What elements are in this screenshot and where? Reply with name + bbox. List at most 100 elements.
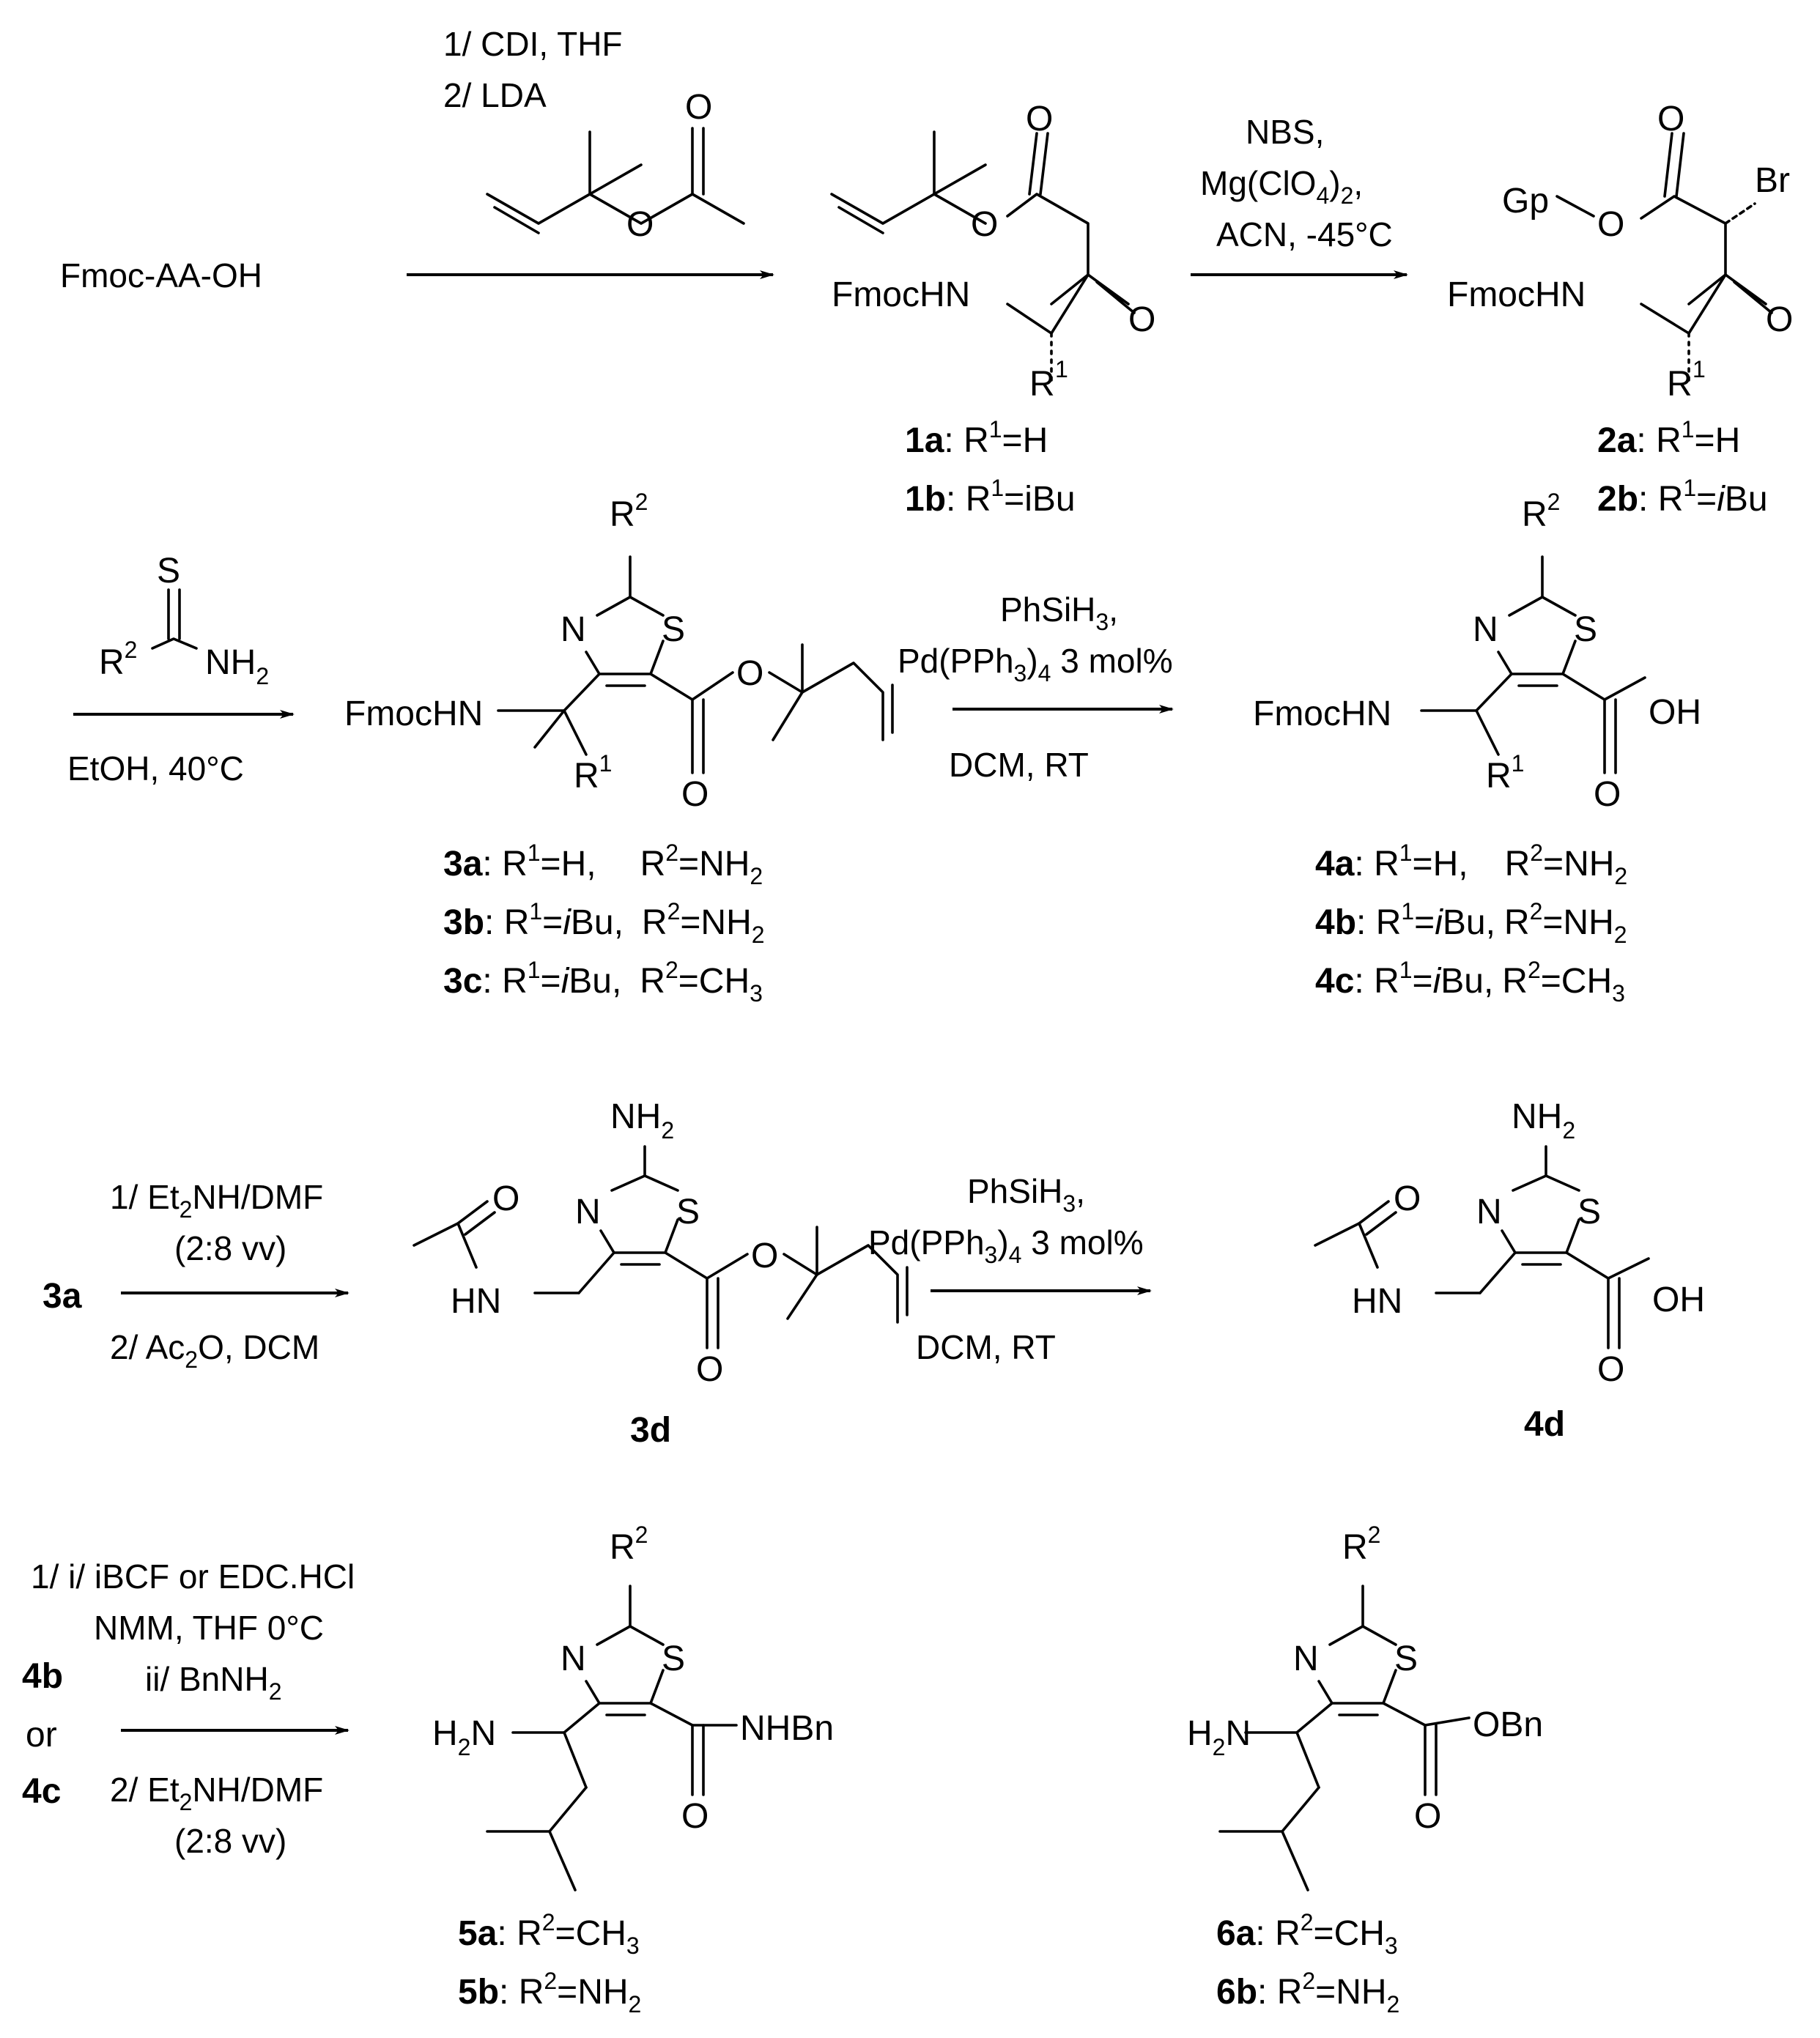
reagent-dimethylallyl-acetate — [486, 127, 745, 234]
svg-text:HN: HN — [1352, 1282, 1402, 1321]
svg-text:1: 1 — [1693, 356, 1706, 382]
svg-text:3a: R1=H,R2=NH2: 3a: R1=H,R2=NH2 — [443, 840, 763, 889]
svg-text:PhSiH3,: PhSiH3, — [967, 1172, 1085, 1217]
svg-text:(2:8 vv): (2:8 vv) — [174, 1822, 286, 1860]
svg-text:O: O — [1414, 1797, 1441, 1836]
svg-text:O: O — [751, 1237, 778, 1275]
svg-text:6a: R2=CH3: 6a: R2=CH3 — [1216, 1909, 1398, 1959]
compound-4-structure — [1420, 555, 1646, 774]
svg-text:1/ CDI, THF: 1/ CDI, THF — [443, 25, 623, 63]
svg-text:Pd(PPh3)4 3 mol%: Pd(PPh3)4 3 mol% — [868, 1223, 1144, 1268]
svg-text:OBn: OBn — [1473, 1705, 1543, 1744]
label-5a: 5a: R2=CH3 — [458, 1909, 640, 1959]
svg-text:S: S — [1574, 610, 1597, 649]
svg-text:S: S — [662, 610, 685, 649]
svg-text:1b: R1=iBu: 1b: R1=iBu — [905, 475, 1076, 519]
step2-reagents: NBS, Mg(ClO4)2, ACN, -45°C — [1200, 113, 1393, 253]
svg-text:O: O — [626, 205, 654, 244]
svg-text:R2: R2 — [99, 637, 137, 682]
svg-text:2/ Ac2O, DCM: 2/ Ac2O, DCM — [110, 1328, 319, 1373]
svg-text:R2: R2 — [1342, 1522, 1380, 1567]
svg-text:O: O — [1657, 100, 1684, 138]
step4-reagents: PhSiH3, Pd(PPh3)4 3 mol% DCM, RT — [898, 590, 1173, 784]
svg-text:2a: R1=H: 2a: R1=H — [1597, 416, 1740, 460]
svg-text:6b: R2=NH2: 6b: R2=NH2 — [1216, 1968, 1399, 2017]
label-4c: 4c: R1=iBu,R2=CH3 — [1315, 957, 1625, 1007]
svg-text:O: O — [681, 775, 709, 814]
svg-text:N: N — [1293, 1639, 1319, 1678]
label-2b: 2b: R1=iBu — [1597, 475, 1768, 519]
svg-text:N: N — [575, 1193, 601, 1231]
svg-text:PhSiH3,: PhSiH3, — [1000, 590, 1118, 635]
svg-text:O: O — [736, 654, 763, 693]
svg-text:NH2: NH2 — [205, 643, 269, 689]
svg-text:4a: R1=H,R2=NH2: 4a: R1=H,R2=NH2 — [1315, 840, 1627, 889]
compound-5-structure — [486, 1585, 738, 1891]
svg-text:FmocHN: FmocHN — [1253, 694, 1391, 733]
svg-text:S: S — [1577, 1193, 1601, 1231]
svg-text:3b: R1=iBu,R2=NH2: 3b: R1=iBu,R2=NH2 — [443, 898, 765, 948]
step7-reagents: 1/ i/ iBCF or EDC.HCl NMM, THF 0°C ii/ B… — [31, 1557, 355, 1860]
svg-text:S: S — [157, 552, 180, 590]
svg-text:DCM, RT: DCM, RT — [916, 1328, 1056, 1366]
label-3b: 3b: R1=iBu,R2=NH2 — [443, 898, 765, 948]
label-5b: 5b: R2=NH2 — [458, 1968, 641, 2017]
svg-text:N: N — [1473, 610, 1498, 649]
start-material: Fmoc-AA-OH — [60, 256, 262, 294]
svg-text:1/ i/ iBCF or EDC.HCl: 1/ i/ iBCF or EDC.HCl — [31, 1557, 355, 1596]
label-6b: 6b: R2=NH2 — [1216, 1968, 1399, 2017]
svg-text:HN: HN — [451, 1282, 501, 1321]
svg-text:1: 1 — [1055, 356, 1068, 382]
start-or: or — [26, 1716, 57, 1754]
svg-text:R2: R2 — [1522, 489, 1560, 534]
svg-text:O: O — [1766, 300, 1793, 339]
svg-text:O: O — [681, 1797, 709, 1836]
svg-text:N: N — [1476, 1193, 1502, 1231]
compound-4d-structure — [1314, 1145, 1650, 1349]
start-3a: 3a — [42, 1277, 82, 1316]
svg-text:N: N — [561, 1639, 586, 1678]
svg-text:O: O — [685, 88, 712, 127]
svg-text:NH2: NH2 — [1512, 1097, 1575, 1144]
label-6a: 6a: R2=CH3 — [1216, 1909, 1398, 1959]
svg-text:3c: R1=iBu,R2=CH3: 3c: R1=iBu,R2=CH3 — [443, 957, 763, 1007]
svg-text:ii/ BnNH2: ii/ BnNH2 — [145, 1660, 282, 1705]
svg-text:OH: OH — [1649, 693, 1701, 732]
svg-text:DCM, RT: DCM, RT — [949, 746, 1089, 784]
svg-text:NBS,: NBS, — [1246, 113, 1324, 151]
svg-text:5b: R2=NH2: 5b: R2=NH2 — [458, 1968, 641, 2017]
label-4b: 4b: R1=iBu,R2=NH2 — [1315, 898, 1627, 948]
svg-text:O: O — [1128, 300, 1155, 339]
svg-text:Mg(ClO4)2,: Mg(ClO4)2, — [1200, 164, 1363, 209]
svg-text:R: R — [1667, 365, 1693, 404]
svg-text:O: O — [1026, 100, 1053, 138]
compound-3-structure — [497, 555, 894, 774]
svg-text:R: R — [1029, 365, 1055, 404]
svg-text:FmocHN: FmocHN — [832, 275, 970, 314]
svg-text:4c: R1=iBu,R2=CH3: 4c: R1=iBu,R2=CH3 — [1315, 957, 1625, 1007]
label-1b: 1b: R1=iBu — [905, 475, 1076, 519]
svg-text:S: S — [676, 1193, 700, 1231]
compound-6-structure — [1218, 1585, 1471, 1891]
svg-text:H2N: H2N — [1187, 1714, 1251, 1760]
compound-2-structure — [1555, 132, 1773, 382]
svg-text:N: N — [561, 610, 586, 649]
svg-text:R2: R2 — [610, 489, 648, 534]
svg-text:1a: R1=H: 1a: R1=H — [905, 416, 1048, 460]
label-4a: 4a: R1=H,R2=NH2 — [1315, 840, 1627, 889]
compound-1-structure — [830, 130, 1136, 382]
svg-text:5a: R2=CH3: 5a: R2=CH3 — [458, 1909, 640, 1959]
svg-text:R2: R2 — [610, 1522, 648, 1567]
step3-thioamide-reagent — [151, 588, 198, 650]
label-2a: 2a: R1=H — [1597, 416, 1740, 460]
svg-text:OH: OH — [1652, 1281, 1705, 1319]
svg-text:O: O — [1597, 205, 1624, 244]
label-3c: 3c: R1=iBu,R2=CH3 — [443, 957, 763, 1007]
step3-conditions: EtOH, 40°C — [67, 749, 244, 788]
svg-text:2/ LDA: 2/ LDA — [443, 76, 547, 114]
svg-text:R1: R1 — [574, 750, 612, 796]
label-3d: 3d — [630, 1411, 671, 1450]
start-4b: 4b — [22, 1657, 63, 1696]
svg-text:NH2: NH2 — [610, 1097, 674, 1144]
svg-text:NHBn: NHBn — [740, 1709, 834, 1748]
